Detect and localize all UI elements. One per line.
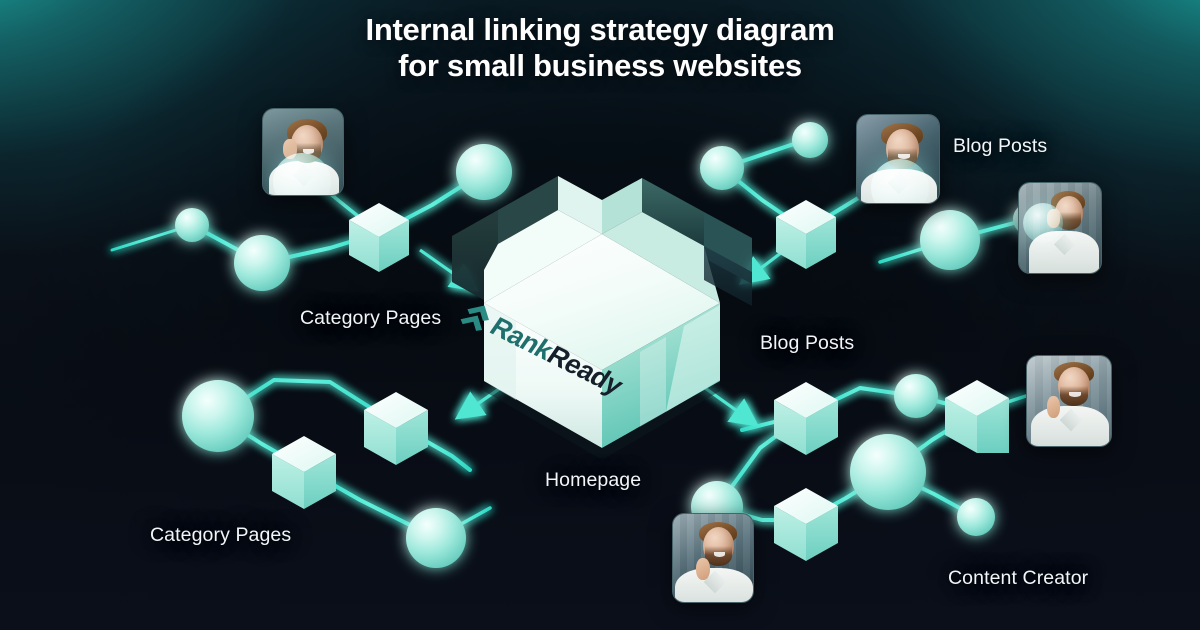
avatar-top-left — [262, 108, 344, 196]
sphere-node — [700, 146, 744, 190]
homepage-cube: RankReady — [452, 148, 752, 460]
cube-node — [364, 392, 428, 465]
cube-node — [349, 203, 409, 272]
sphere-node — [792, 122, 828, 158]
cube-node — [774, 488, 838, 561]
sphere-node — [850, 434, 926, 510]
sphere-node — [234, 235, 290, 291]
cube-node — [776, 200, 836, 269]
avatar-right-lower — [1026, 355, 1112, 447]
avatar-top-right — [856, 114, 940, 204]
sphere-node — [957, 498, 995, 536]
avatar-right-upper — [1018, 182, 1102, 274]
label-blog-posts-top: Blog Posts — [953, 135, 1048, 157]
label-category-pages-top: Category Pages — [300, 307, 442, 329]
label-homepage: Homepage — [545, 469, 642, 491]
arrow-right-bottom — [697, 381, 760, 427]
avatar-bottom-left — [672, 513, 754, 603]
cube-node — [945, 380, 1009, 453]
label-category-pages-bottom: Category Pages — [150, 524, 292, 546]
sphere-node — [406, 508, 466, 568]
label-content-creator: Content Creator — [948, 567, 1089, 589]
network-cubes — [272, 200, 1009, 561]
cube-node — [272, 436, 336, 509]
sphere-node — [894, 374, 938, 418]
sphere-node — [182, 380, 254, 452]
label-blog-posts-mid: Blog Posts — [760, 332, 855, 354]
sphere-node — [920, 210, 980, 270]
cube-node — [774, 382, 838, 455]
sphere-node — [175, 208, 209, 242]
sphere-node — [456, 144, 512, 200]
